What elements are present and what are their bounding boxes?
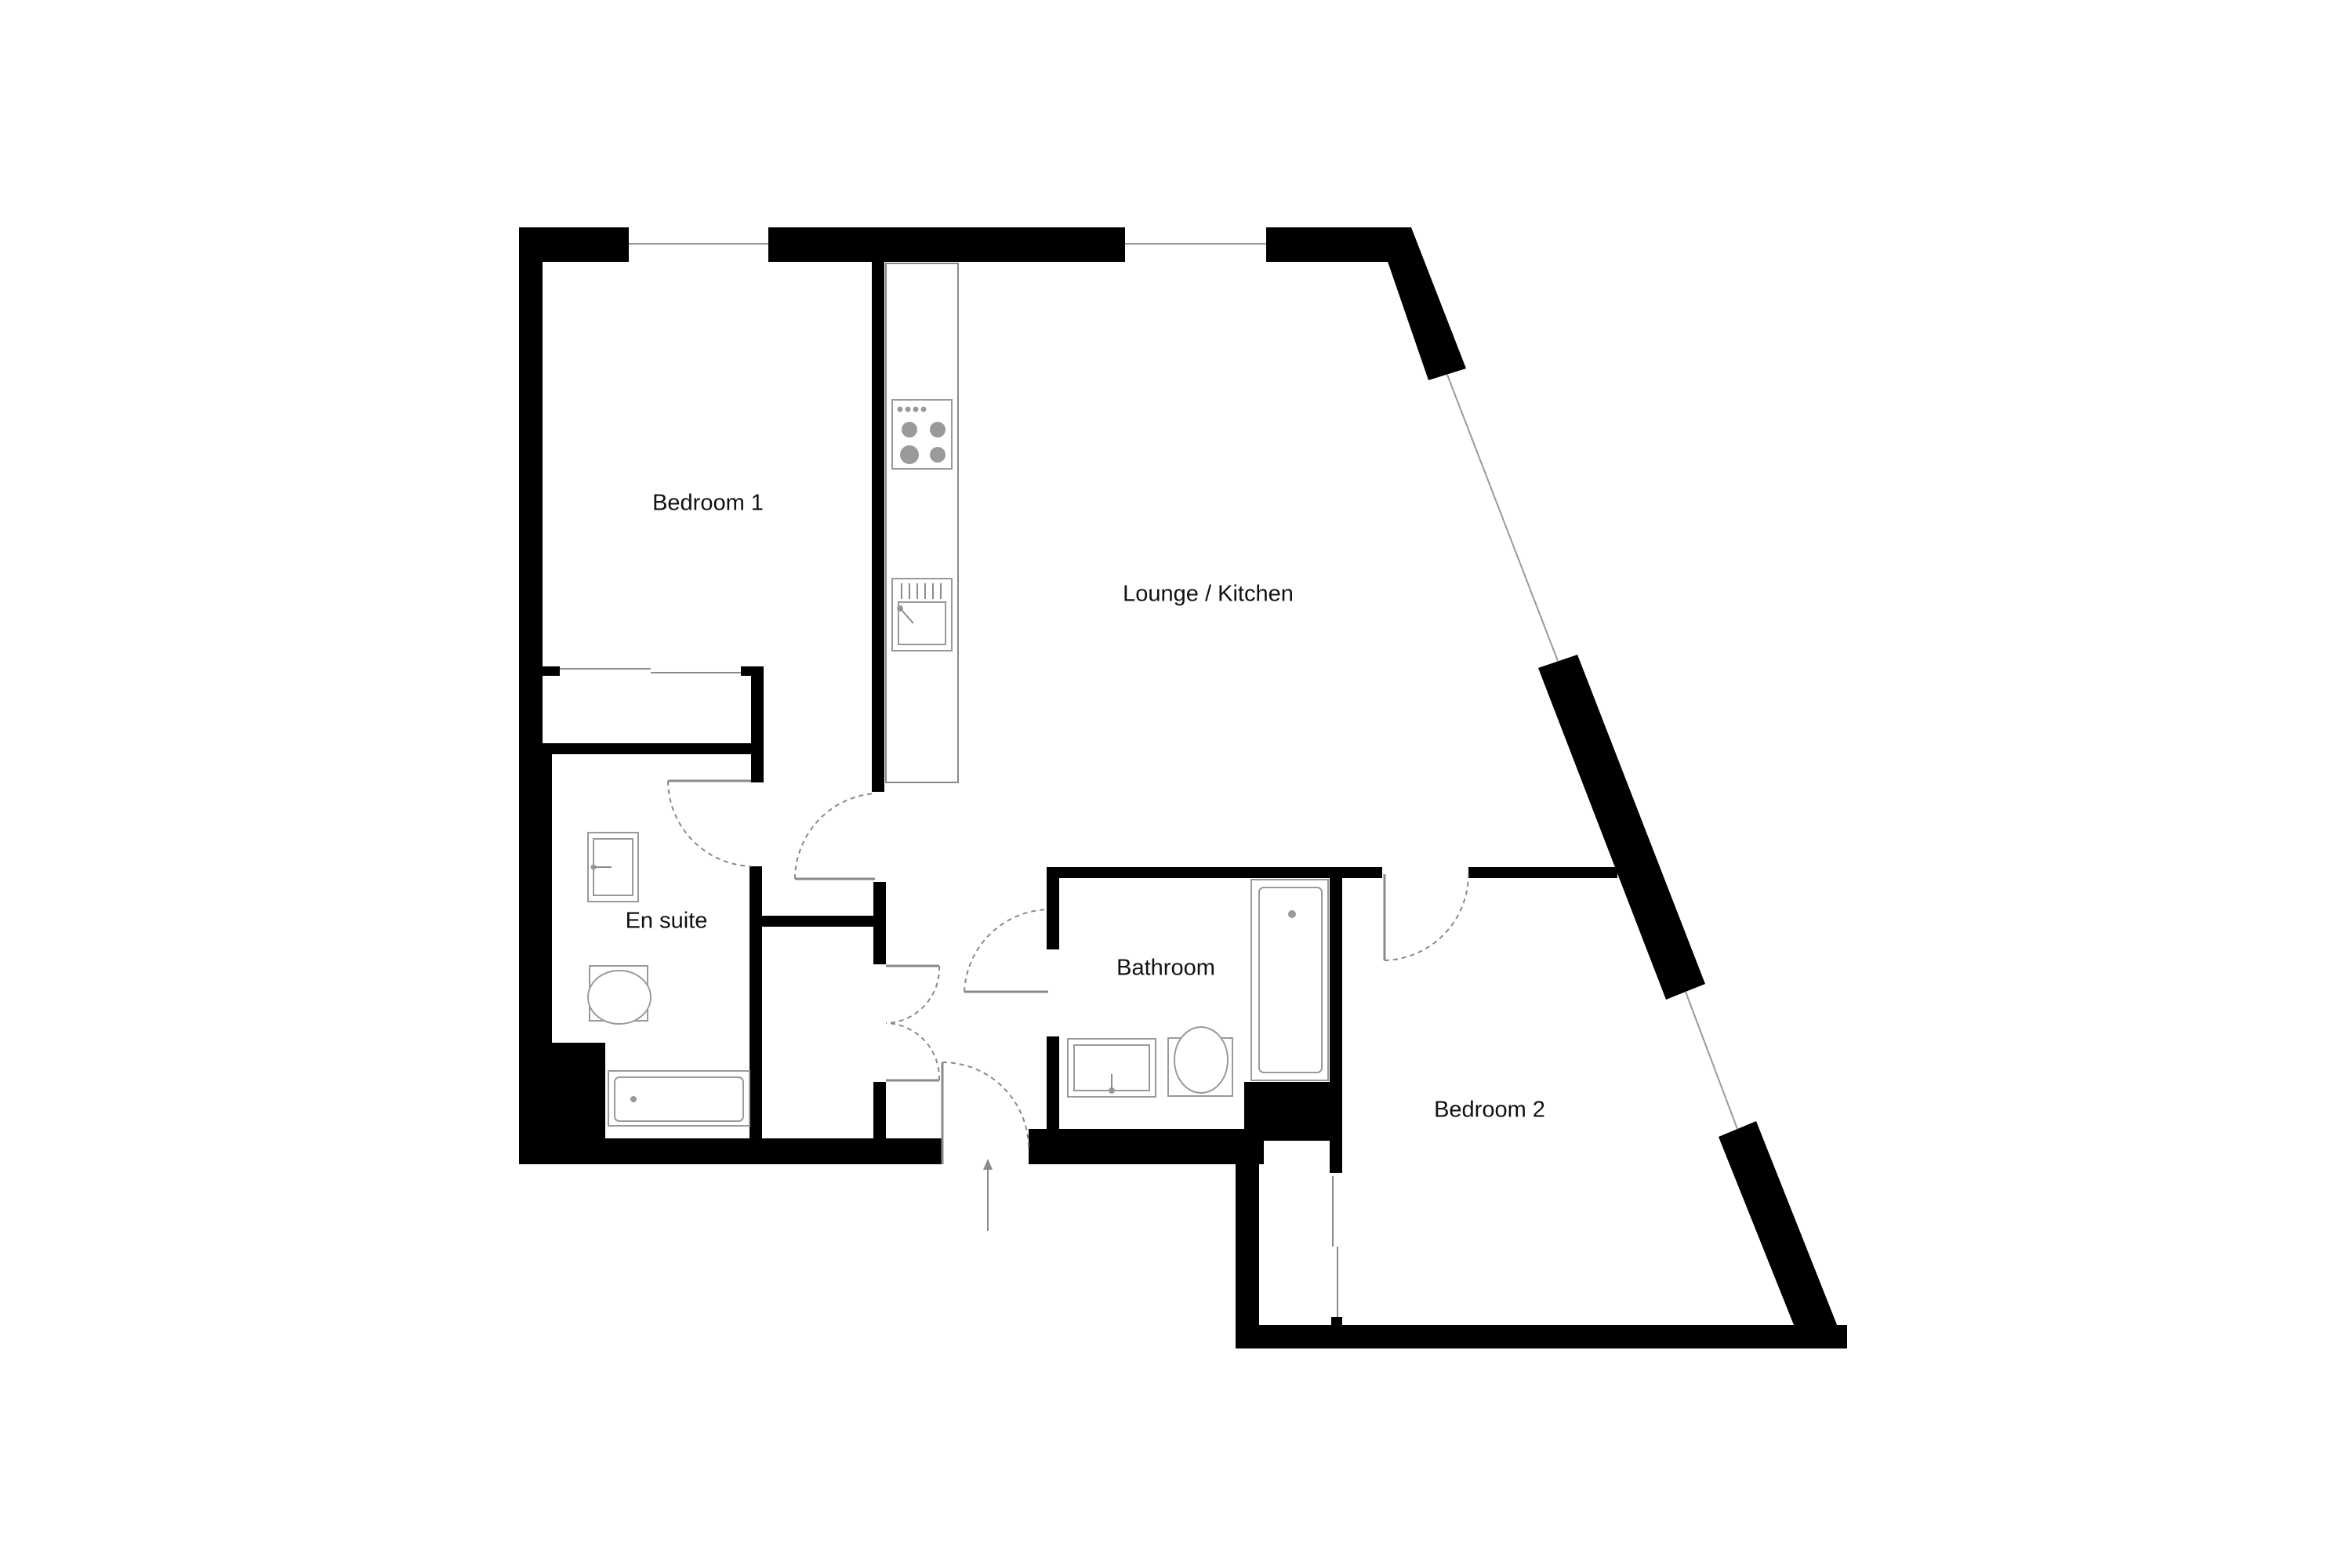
kitchen-worktop — [885, 263, 959, 783]
windows — [629, 243, 1738, 1130]
door-ensuite-swing — [667, 780, 752, 867]
kitchen-sink-icon — [891, 578, 953, 652]
wall-bed1-wardrobe-right — [751, 666, 764, 782]
bath-icon-bathroom — [1250, 879, 1329, 1081]
wall-top-middle — [768, 227, 1125, 262]
wall-bed1-wardrobe-stub-right — [741, 666, 764, 676]
room-label-bathroom: Bathroom — [1116, 956, 1215, 981]
wall-bathroom-left — [1047, 867, 1059, 949]
wall-cupboard-right-top — [873, 882, 886, 964]
window-bedroom-2 — [1685, 991, 1738, 1130]
basin-icon-bathroom — [1067, 1038, 1156, 1098]
room-label-lounge-kitchen: Lounge / Kitchen — [1123, 582, 1294, 607]
wall-bed2-top — [1468, 867, 1617, 878]
wall-bottom-right — [1236, 1325, 1847, 1348]
door-bedroom-1-swing — [794, 793, 876, 880]
window-lounge-diagonal — [1446, 374, 1559, 662]
wall-cupboard-right-bottom — [873, 1082, 886, 1141]
room-label-en-suite: En suite — [626, 909, 708, 934]
toilet-icon — [587, 965, 652, 1025]
bath-icon — [608, 1070, 750, 1127]
wall-left-outer — [519, 227, 543, 1164]
wall-bed1-wardrobe-stub-left — [543, 666, 560, 676]
wall-ensuite-left — [543, 754, 552, 1044]
wall-diagonal-middle — [1538, 655, 1705, 1000]
entrance-arrow-icon — [983, 1159, 993, 1231]
wall-diagonal-bottom — [1719, 1121, 1846, 1348]
wall-bathroom-left-lower — [1047, 1036, 1059, 1132]
basin-icon — [587, 832, 639, 902]
wall-bottom-middle — [1029, 1129, 1264, 1164]
wall-bathroom-top — [1047, 867, 1382, 878]
room-label-bedroom-2: Bedroom 2 — [1434, 1098, 1545, 1123]
hob-icon — [891, 399, 953, 470]
wall-ensuite-corner — [543, 1043, 605, 1145]
door-cupboard-swing-top — [885, 965, 941, 1024]
wall-bed1-lounge — [872, 262, 884, 792]
door-bedroom-2-swing — [1384, 873, 1469, 961]
wall-bathroom-corner — [1244, 1082, 1340, 1141]
toilet-icon-bathroom — [1167, 1026, 1233, 1097]
room-label-bedroom-1: Bedroom 1 — [652, 491, 764, 516]
room-labels: Bedroom 1 Lounge / Kitchen En suite Bath… — [626, 491, 1545, 1123]
wall-bed1-wardrobe-bottom — [543, 743, 760, 754]
doors — [560, 668, 1469, 1317]
fixtures — [587, 263, 1329, 1127]
walls — [519, 227, 1847, 1348]
wall-cupboard-top — [762, 916, 880, 927]
door-cupboard-swing-bottom — [885, 1022, 941, 1081]
wall-bottom-right-left — [1236, 1141, 1259, 1348]
wall-ensuite-right — [750, 866, 762, 1139]
door-entrance-swing — [942, 1062, 1029, 1149]
wall-diagonal-top — [1376, 227, 1466, 380]
wall-bed2-cupboard — [1331, 1317, 1342, 1348]
door-bathroom-swing — [964, 909, 1049, 993]
